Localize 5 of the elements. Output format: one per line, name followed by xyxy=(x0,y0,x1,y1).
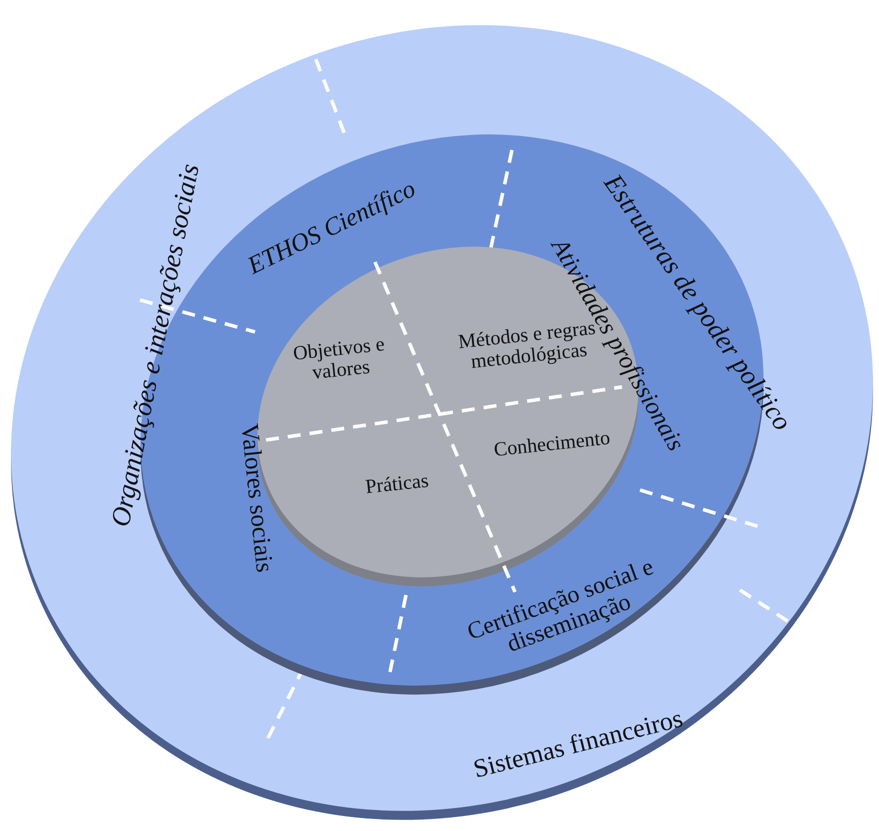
segment-label: Objetivos e valores xyxy=(268,332,412,388)
segment-label: Valores sociais xyxy=(231,387,281,609)
segment-label: Práticas xyxy=(336,467,458,501)
segment-label: Sistemas financeiros xyxy=(419,691,737,796)
segment-label: Organizações e interações sociais xyxy=(100,131,210,559)
